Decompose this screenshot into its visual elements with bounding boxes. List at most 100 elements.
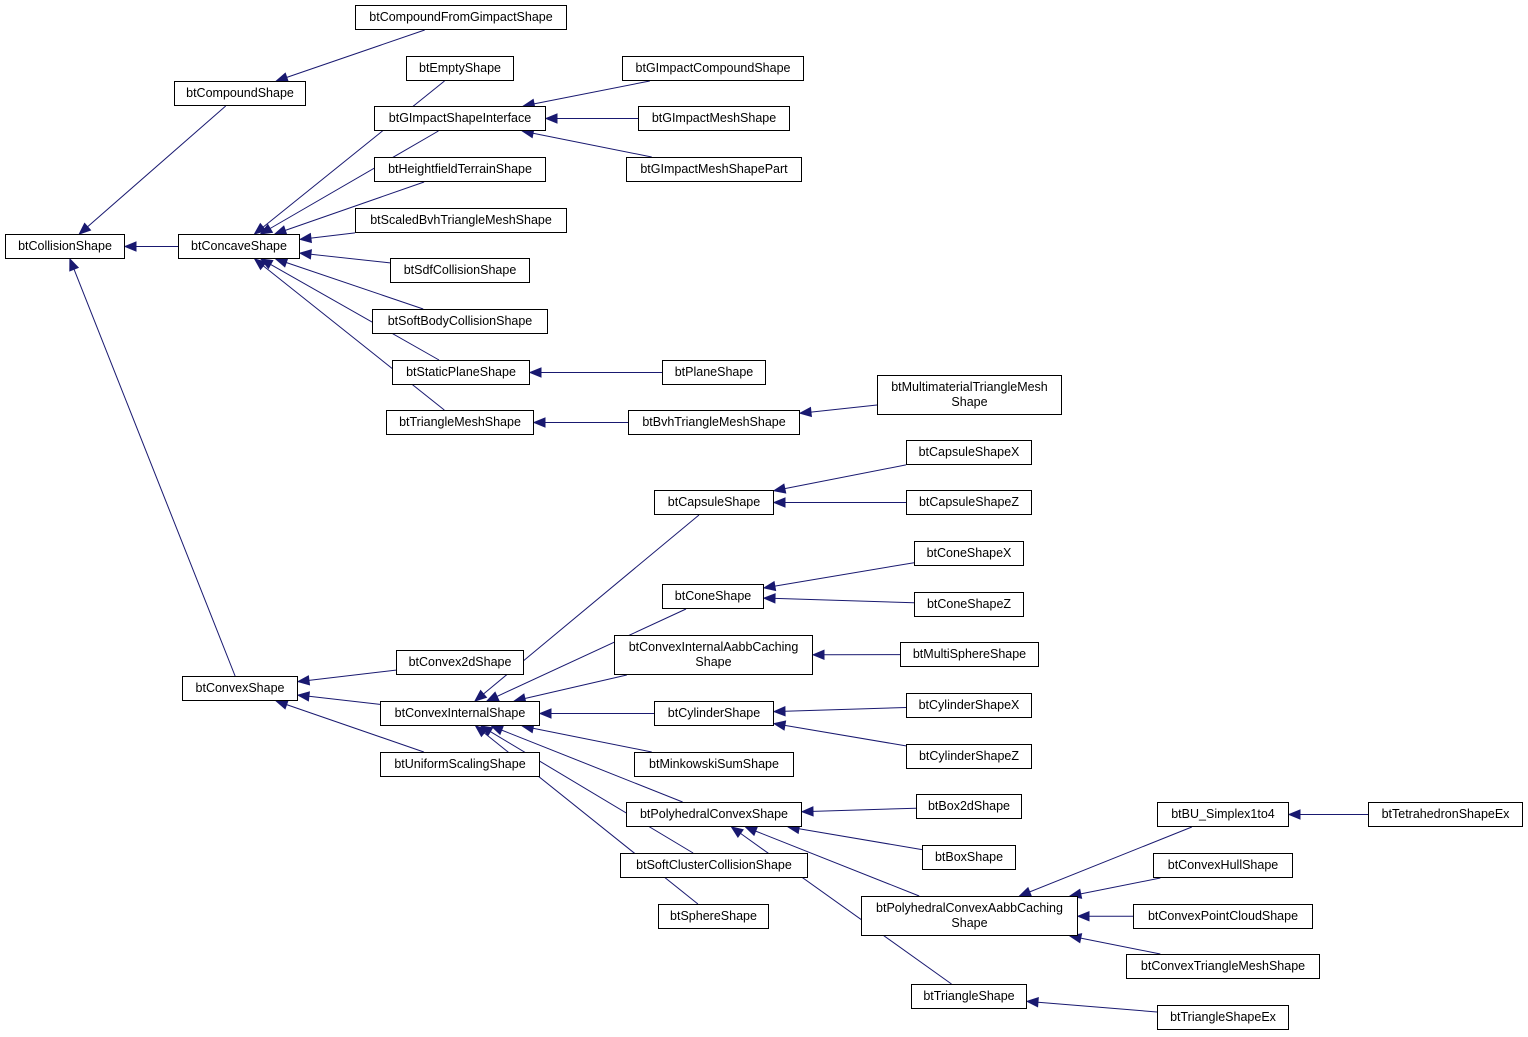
arrowhead-btConvexInternalShape xyxy=(473,689,488,702)
node-btSdfCollisionShape[interactable]: btSdfCollisionShape xyxy=(390,258,530,283)
node-btCylinderShapeX[interactable]: btCylinderShapeX xyxy=(906,693,1032,718)
node-btCollisionShape[interactable]: btCollisionShape xyxy=(5,234,125,259)
node-btMultiSphereShape[interactable]: btMultiSphereShape xyxy=(900,642,1039,667)
node-btCapsuleShape[interactable]: btCapsuleShape xyxy=(654,490,774,515)
node-label: btCylinderShape xyxy=(667,706,761,720)
node-label: btBU_Simplex1to4 xyxy=(1171,807,1275,821)
node-btSphereShape[interactable]: btSphereShape xyxy=(658,904,769,929)
node-label: btConvex2dShape xyxy=(408,655,512,669)
edge-btStaticPlaneShape-to-btConcaveShape xyxy=(270,263,440,361)
node-btMultimaterialTriangleMeshShape[interactable]: btMultimaterialTriangleMesh Shape xyxy=(877,375,1062,415)
node-label: btSdfCollisionShape xyxy=(403,263,517,277)
arrowhead-btConcaveShape xyxy=(298,249,312,260)
node-label: btGImpactMeshShape xyxy=(651,111,777,125)
edge-btEmptyShape-to-btConcaveShape xyxy=(262,80,445,228)
edge-btUniformScalingShape-to-btConvexShape xyxy=(286,704,424,753)
node-label: btConvexInternalAabbCaching Shape xyxy=(628,640,799,669)
node-label: btMultimaterialTriangleMesh Shape xyxy=(891,380,1048,409)
node-btConvexInternalAabbCachingShape[interactable]: btConvexInternalAabbCaching Shape xyxy=(614,635,813,675)
node-label: btBvhTriangleMeshShape xyxy=(642,415,786,429)
arrowhead-btConvexInternalShape xyxy=(538,708,552,719)
node-btGImpactMeshShapePart[interactable]: btGImpactMeshShapePart xyxy=(626,157,802,182)
node-btPlaneShape[interactable]: btPlaneShape xyxy=(662,360,766,385)
node-label: btScaledBvhTriangleMeshShape xyxy=(370,213,552,227)
node-label: btTriangleShape xyxy=(923,989,1015,1003)
node-btEmptyShape[interactable]: btEmptyShape xyxy=(406,56,514,81)
node-btConvexTriangleMeshShape[interactable]: btConvexTriangleMeshShape xyxy=(1126,954,1320,979)
arrowhead-btConvexShape xyxy=(274,699,289,710)
edge-btMultimaterialTriangleMeshShape-to-btBvhTriangleMeshShape xyxy=(810,404,878,413)
node-btTriangleShape[interactable]: btTriangleShape xyxy=(911,984,1027,1009)
arrowhead-btCollisionShape xyxy=(123,241,137,252)
edge-btTriangleMeshShape-to-btConcaveShape xyxy=(262,265,445,411)
node-label: btSoftBodyCollisionShape xyxy=(387,314,533,328)
node-btCompoundFromGimpactShape[interactable]: btCompoundFromGimpactShape xyxy=(355,5,567,30)
node-btCompoundShape[interactable]: btCompoundShape xyxy=(174,81,306,106)
node-label: btCapsuleShape xyxy=(667,495,761,509)
node-label: btTetrahedronShapeEx xyxy=(1381,807,1510,821)
node-label: btMinkowskiSumShape xyxy=(649,757,779,771)
node-btConvexShape[interactable]: btConvexShape xyxy=(182,676,298,701)
node-btConeShapeX[interactable]: btConeShapeX xyxy=(914,541,1024,566)
node-btTriangleShapeEx[interactable]: btTriangleShapeEx xyxy=(1157,1005,1289,1030)
node-label: btConvexPointCloudShape xyxy=(1147,909,1299,923)
node-btHeightfieldTerrainShape[interactable]: btHeightfieldTerrainShape xyxy=(374,157,546,182)
node-label: btConcaveShape xyxy=(191,239,287,253)
node-btBvhTriangleMeshShape[interactable]: btBvhTriangleMeshShape xyxy=(628,410,800,435)
node-label: btHeightfieldTerrainShape xyxy=(388,162,532,176)
edge-btPolyhedralConvexAabbCachingShape-to-btPolyhedralConvexShape xyxy=(755,830,920,897)
arrowhead-btCapsuleShape xyxy=(772,483,787,494)
edge-btConvex2dShape-to-btConvexShape xyxy=(308,669,397,681)
edge-btBox2dShape-to-btPolyhedralConvexShape xyxy=(812,807,917,812)
node-btCylinderShape[interactable]: btCylinderShape xyxy=(654,701,774,726)
arrowhead-btConeShape xyxy=(762,593,776,604)
arrowhead-btGImpactShapeInterface xyxy=(544,113,558,124)
node-btGImpactShapeInterface[interactable]: btGImpactShapeInterface xyxy=(374,106,546,131)
node-btScaledBvhTriangleMeshShape[interactable]: btScaledBvhTriangleMeshShape xyxy=(355,208,567,233)
node-btBoxShape[interactable]: btBoxShape xyxy=(922,845,1016,870)
edge-btBU_Simplex1to4-to-btPolyhedralConvexAabbCachingShape xyxy=(1029,826,1192,893)
node-btConvexHullShape[interactable]: btConvexHullShape xyxy=(1153,853,1293,878)
node-btBU_Simplex1to4[interactable]: btBU_Simplex1to4 xyxy=(1157,802,1289,827)
edge-btHeightfieldTerrainShape-to-btConcaveShape xyxy=(285,181,425,231)
node-label: btStaticPlaneShape xyxy=(406,365,516,379)
node-btPolyhedralConvexAabbCachingShape[interactable]: btPolyhedralConvexAabbCaching Shape xyxy=(861,896,1078,936)
node-btMinkowskiSumShape[interactable]: btMinkowskiSumShape xyxy=(634,752,794,777)
node-btStaticPlaneShape[interactable]: btStaticPlaneShape xyxy=(392,360,530,385)
node-label: btGImpactCompoundShape xyxy=(635,61,791,75)
node-btConeShapeZ[interactable]: btConeShapeZ xyxy=(914,592,1024,617)
edge-btConeShape-to-btConvexInternalShape xyxy=(496,608,687,697)
node-btTetrahedronShapeEx[interactable]: btTetrahedronShapeEx xyxy=(1368,802,1523,827)
arrowhead-btPolyhedralConvexShape xyxy=(730,826,744,839)
node-btConvex2dShape[interactable]: btConvex2dShape xyxy=(396,650,524,675)
node-btUniformScalingShape[interactable]: btUniformScalingShape xyxy=(380,752,540,777)
node-btCapsuleShapeX[interactable]: btCapsuleShapeX xyxy=(906,440,1032,465)
arrowhead-btBU_Simplex1to4 xyxy=(1287,809,1301,820)
node-btGImpactCompoundShape[interactable]: btGImpactCompoundShape xyxy=(622,56,804,81)
node-btSoftClusterCollisionShape[interactable]: btSoftClusterCollisionShape xyxy=(620,853,808,878)
arrowhead-btCylinderShape xyxy=(772,720,787,731)
node-btCapsuleShapeZ[interactable]: btCapsuleShapeZ xyxy=(906,490,1032,515)
node-label: btConeShape xyxy=(674,589,752,603)
node-btConcaveShape[interactable]: btConcaveShape xyxy=(178,234,300,259)
node-btPolyhedralConvexShape[interactable]: btPolyhedralConvexShape xyxy=(626,802,802,827)
node-btTriangleMeshShape[interactable]: btTriangleMeshShape xyxy=(386,410,534,435)
edge-btMinkowskiSumShape-to-btConvexInternalShape xyxy=(532,727,652,753)
node-btConvexPointCloudShape[interactable]: btConvexPointCloudShape xyxy=(1133,904,1313,929)
arrowhead-btConcaveShape xyxy=(259,223,274,235)
arrowhead-btTriangleMeshShape xyxy=(532,417,546,428)
node-btBox2dShape[interactable]: btBox2dShape xyxy=(916,794,1022,819)
node-btCylinderShapeZ[interactable]: btCylinderShapeZ xyxy=(906,744,1032,769)
node-btConvexInternalShape[interactable]: btConvexInternalShape xyxy=(380,701,540,726)
node-label: btBox2dShape xyxy=(927,799,1010,813)
arrowhead-btStaticPlaneShape xyxy=(528,367,542,378)
node-btConeShape[interactable]: btConeShape xyxy=(662,584,764,609)
edge-btSoftBodyCollisionShape-to-btConcaveShape xyxy=(286,262,424,310)
arrowhead-btCollisionShape xyxy=(69,257,80,272)
node-btSoftBodyCollisionShape[interactable]: btSoftBodyCollisionShape xyxy=(372,309,548,334)
edge-btScaledBvhTriangleMeshShape-to-btConcaveShape xyxy=(310,232,356,239)
edge-btConeShapeX-to-btConeShape xyxy=(774,562,915,587)
node-btGImpactMeshShape[interactable]: btGImpactMeshShape xyxy=(638,106,790,131)
edge-btCompoundShape-to-btCollisionShape xyxy=(87,105,227,228)
